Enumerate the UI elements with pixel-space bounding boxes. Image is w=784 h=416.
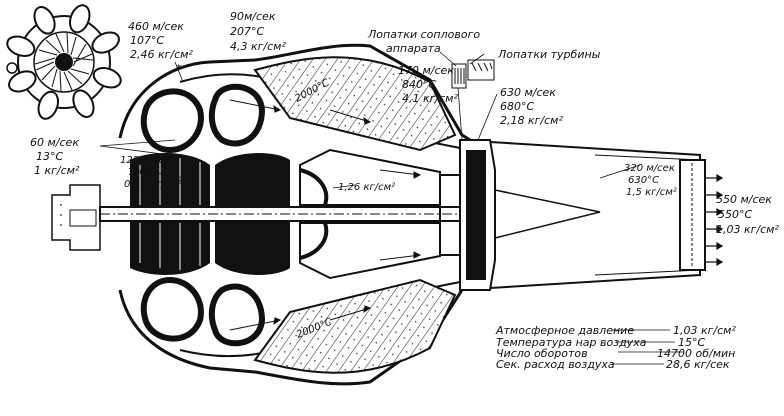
intake-speed: 60 м/сек: [30, 136, 79, 149]
exit-pressure: 1,03 кг/см²: [716, 223, 779, 236]
legend-label-rpm: Число оборотов: [496, 347, 588, 360]
outside-top-pressure: 4,3 кг/см²: [230, 40, 286, 53]
exit-speed: 550 м/сек: [716, 193, 772, 206]
legend-label-atm-pressure: Атмосферное давление: [495, 324, 634, 337]
legend-value-outside-temp: 15°C: [678, 336, 705, 349]
impeller-pressure: 0,96 кг/см²: [124, 179, 181, 190]
turbine-speed: 630 м/сек: [500, 86, 556, 99]
nozzle-vanes-caption-line2: аппарата: [386, 42, 441, 55]
legend-value-atm-pressure: 1,03 кг/см²: [673, 324, 736, 337]
star-mark: *: [176, 62, 182, 75]
intake-pressure: 1 кг/см²: [34, 164, 80, 177]
nozzle-speed: 170 м/сек: [398, 64, 454, 77]
turbine-blades-sketch: [451, 59, 495, 89]
operating-conditions-legend: Атмосферное давление 1,03 кг/см² Темпера…: [495, 324, 736, 371]
exhaust-inner-speed: 320 м/сек: [624, 163, 675, 174]
nozzle-temp: 840°C: [402, 78, 436, 91]
exit-temp: 550°C: [718, 208, 752, 221]
nozzle-vanes-caption-line1: Лопатки соплового: [367, 28, 480, 41]
outside-top-temp: 207°C: [230, 25, 264, 38]
impeller-temp: 7°C: [128, 167, 146, 178]
legend-value-air-flow: 28,6 кг/сек: [666, 358, 730, 371]
compressor-top-temp: 107°C: [130, 34, 164, 47]
exhaust-inner-temp: 630°C: [628, 175, 659, 186]
front-view-compressor: [6, 4, 122, 120]
engine-cross-section: [51, 43, 724, 386]
turbine-blades-caption: Лопатки турбины: [497, 48, 601, 61]
turbine-temp: 680°C: [500, 100, 534, 113]
nozzle-pressure: 4,1 кг/см²: [402, 92, 458, 105]
compressor-top-speed: 460 м/сек: [128, 20, 184, 33]
turbine-pressure: 2,18 кг/см²: [500, 114, 563, 127]
intake-temp: 13°C: [36, 150, 63, 163]
legend-label-outside-temp: Температура нар воздуха: [496, 336, 647, 349]
legend-label-air-flow: Сек. расход воздуха: [496, 358, 615, 371]
outside-top-speed: 90м/сек: [230, 10, 276, 23]
exhaust-inner-pressure: 1,5 кг/см²: [626, 187, 677, 198]
shaft-pressure: 1,26 кг/см²: [338, 182, 395, 193]
impeller-speed: 125 м/сек: [120, 155, 171, 166]
legend-value-rpm: 14700 об/мин: [657, 347, 735, 360]
compressor-top-pressure: 2,46 кг/см²: [130, 48, 193, 61]
